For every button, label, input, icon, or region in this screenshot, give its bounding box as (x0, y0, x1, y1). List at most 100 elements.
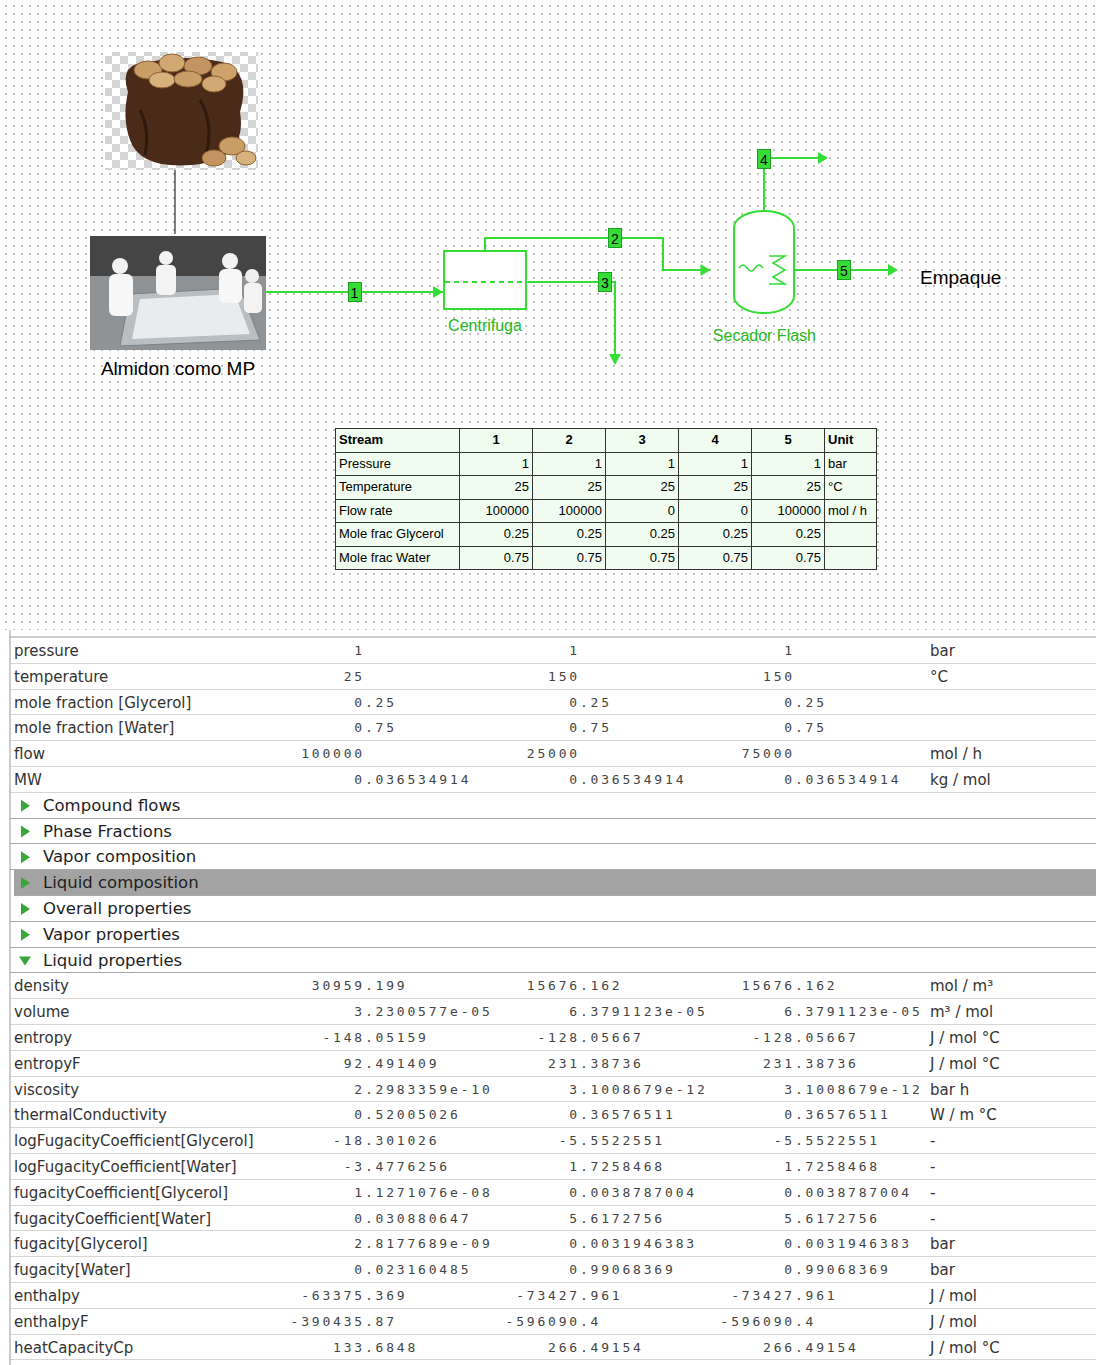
unit-label-row: Secador Flash (710, 326, 818, 345)
stream-tag: 4 (757, 149, 771, 169)
picture-link (175, 170, 176, 234)
property-value: 0.25 (784, 695, 827, 711)
property-value: 0.36576511 (784, 1107, 890, 1123)
property-name: heatCapacityCp (14, 1339, 133, 1357)
property-name: volume (14, 1003, 70, 1021)
property-value: 15676.162 (527, 978, 623, 994)
property-value: 30959.199 (312, 978, 408, 994)
property-name: mole fraction [Glycerol] (14, 694, 191, 712)
property-value: 2.8177689e-09 (354, 1236, 492, 1252)
table-value: 0 (668, 503, 675, 518)
property-name: thermalConductivity (14, 1106, 167, 1124)
property-value: -128.05667 (537, 1030, 643, 1046)
stream-number: 1 (351, 285, 359, 301)
property-value: 0.036534914 (784, 772, 901, 788)
property-value: 2.2983359e-10 (354, 1082, 492, 1098)
table-cell: 0.75 (460, 547, 533, 571)
property-value: 25000 (527, 746, 580, 762)
property-name: fugacity[Water] (14, 1261, 131, 1279)
table-value: 25 (515, 479, 529, 494)
property-name: viscosity (14, 1081, 79, 1099)
unit: J / mol °C (930, 1055, 1000, 1073)
property-value: 3.2300577e-05 (354, 1004, 492, 1020)
table-value: 0.75 (650, 550, 675, 565)
property-value: 15676.162 (742, 978, 838, 994)
table-value: °C (828, 479, 843, 494)
property-name: logFugacityCoefficient[Glycerol] (14, 1132, 254, 1150)
starch-photo (90, 236, 266, 350)
table-cell: Temperature (336, 476, 460, 500)
table-cell: 0 (606, 500, 679, 524)
property-value: 0.0038787004 (784, 1185, 912, 1201)
stream-4-line (764, 152, 828, 212)
expand-triangle (21, 903, 30, 915)
table-value: Mole frac Water (339, 550, 430, 565)
table-cell: 1 (606, 453, 679, 477)
arrow-head (700, 264, 710, 276)
section-heading: Phase Fractions (43, 822, 172, 842)
table-cell: 4 (679, 429, 752, 453)
table-value: 25 (734, 479, 748, 494)
unit: - (930, 1132, 935, 1150)
table-cell: 100000 (752, 500, 825, 524)
property-value: 0.036534914 (569, 772, 686, 788)
unit: - (930, 1210, 935, 1228)
property-value: -596090.4 (506, 1314, 602, 1330)
table-value: Mole frac Glycerol (339, 526, 444, 541)
process-unit: Almidon como MP (90, 236, 266, 380)
table-value: Temperature (339, 479, 412, 494)
property-value: 0.0038787004 (569, 1185, 697, 1201)
property-value: -73427.961 (731, 1288, 837, 1304)
process-unit: Centrifuga (443, 250, 527, 335)
property-name: logFugacityCoefficient[Water] (14, 1158, 237, 1176)
property-value: 0.52005026 (354, 1107, 460, 1123)
table-cell: 25 (533, 476, 606, 500)
stream-table: Stream12345UnitPressure11111barTemperatu… (335, 428, 877, 570)
stream-tag: 2 (608, 228, 622, 248)
unit-label: Centrifuga (448, 317, 522, 334)
property-value: 0.36576511 (569, 1107, 675, 1123)
property-value: 231.38736 (763, 1056, 859, 1072)
unit: J / mol (930, 1313, 977, 1331)
property-name: fugacityCoefficient[Glycerol] (14, 1184, 228, 1202)
table-cell: 0.75 (533, 547, 606, 571)
property-value: 0.036534914 (354, 772, 471, 788)
property-name: pressure (14, 642, 79, 660)
table-value: 0.25 (650, 526, 675, 541)
property-value: 150 (763, 669, 795, 685)
table-value: 25 (661, 479, 675, 494)
stream-tag: 5 (837, 260, 851, 280)
property-value: -18.301026 (333, 1133, 439, 1149)
table-cell: 3 (606, 429, 679, 453)
unit: mol / m³ (930, 977, 993, 995)
unit: kg / mol (930, 771, 991, 789)
property-value: 0.0031946383 (784, 1236, 912, 1252)
table-cell: 100000 (460, 500, 533, 524)
unit: J / mol °C (930, 1339, 1000, 1357)
table-value: 1 (741, 456, 748, 471)
table-value: 100000 (486, 503, 529, 518)
section-heading: Vapor properties (43, 925, 180, 945)
table-cell: bar (825, 453, 877, 477)
potato-sack-picture (105, 52, 258, 170)
table-cell: 0.25 (606, 523, 679, 547)
table-value: 0.25 (504, 526, 529, 541)
property-value: 1.7258468 (784, 1159, 880, 1175)
table-value: 1 (814, 456, 821, 471)
property-value: 231.38736 (548, 1056, 644, 1072)
table-header: 3 (638, 432, 645, 447)
property-value: 1 (354, 643, 365, 659)
property-name: enthalpy (14, 1287, 80, 1305)
property-value: 1 (784, 643, 795, 659)
table-cell: 0.25 (679, 523, 752, 547)
property-value: 1 (569, 643, 580, 659)
table-value: 0.75 (723, 550, 748, 565)
table-cell: 25 (752, 476, 825, 500)
table-value: 0.75 (577, 550, 602, 565)
panel-top-border (10, 637, 1096, 638)
table-header: 1 (492, 432, 499, 447)
unit-label-row: Almidon como MP (90, 358, 266, 380)
table-value: 100000 (778, 503, 821, 518)
property-value: 150 (548, 669, 580, 685)
